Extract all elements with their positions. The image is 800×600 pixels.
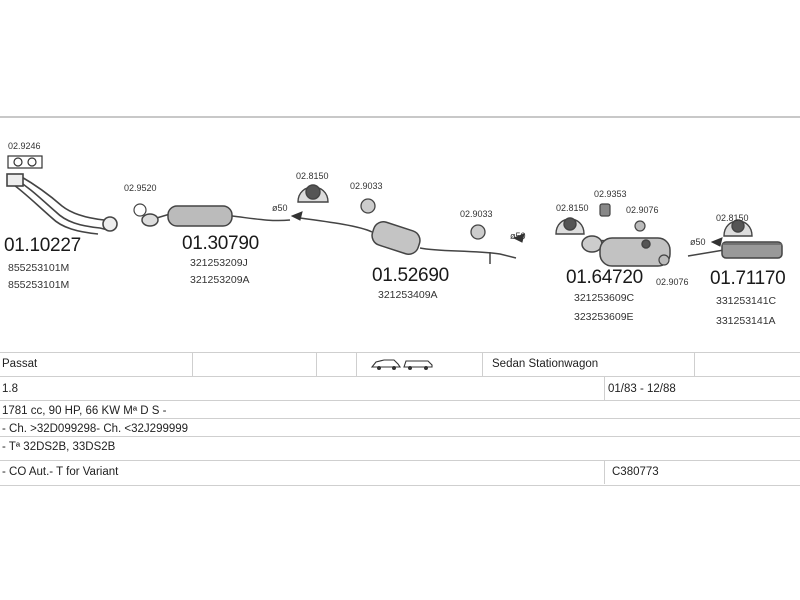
divider <box>316 352 317 376</box>
accessory-no: 02.9076 <box>656 277 689 287</box>
divider <box>694 352 695 376</box>
middle-silencer <box>141 205 291 227</box>
body-types: Sedan Stationwagon <box>492 358 599 370</box>
accessory-no: 02.8150 <box>716 213 749 223</box>
part-no: 01.64720 <box>566 267 643 288</box>
model-name: Passat <box>2 358 38 370</box>
divider <box>604 376 605 400</box>
rear-silencer <box>581 235 671 267</box>
table-row: 1.8 01/83 - 12/88 <box>0 376 800 401</box>
table-row: Passat Sedan Stationwagon <box>0 352 800 377</box>
clamp-icon-2 <box>360 198 376 214</box>
part-no: 01.52690 <box>372 265 449 286</box>
divider <box>604 460 605 484</box>
divider <box>482 352 483 376</box>
part-ref: 323253609E <box>574 311 634 323</box>
engine-size: 1.8 <box>2 383 18 395</box>
part-ref: 331253141C <box>716 295 777 307</box>
hanger-icon <box>297 184 329 203</box>
catalog-code: C380773 <box>612 466 659 478</box>
car-body-icon <box>370 357 434 374</box>
rubber-mount-icon <box>599 203 611 217</box>
gasket-icon <box>7 155 43 169</box>
accessory-no: 02.8150 <box>556 203 589 213</box>
type-codes: - Tª 32DS2B, 33DS2B <box>2 441 116 453</box>
accessory-no: 02.9033 <box>460 209 493 219</box>
note: - CO Aut.- T for Variant <box>2 466 119 478</box>
exhaust-system-diagram: 01.10227 855253101M 855253101M 01.30790 … <box>0 118 800 350</box>
part-no: 01.30790 <box>182 233 259 254</box>
accessory-no: 02.9033 <box>350 181 383 191</box>
table-row: - Tª 32DS2B, 33DS2B <box>0 436 800 461</box>
diameter-label: ø50 <box>510 231 526 241</box>
engine-spec: 1781 cc, 90 HP, 66 KW Mª D S - <box>2 405 167 417</box>
accessory-no: 02.8150 <box>296 171 329 181</box>
accessory-no: 02.9076 <box>626 205 659 215</box>
table-row: - Ch. >32D099298- Ch. <32J299999 <box>0 418 800 437</box>
tail-pipe <box>687 241 783 259</box>
divider <box>356 352 357 376</box>
accessory-no: 02.9520 <box>124 183 157 193</box>
part-ref: 321253209A <box>190 274 250 286</box>
table-row: - CO Aut.- T for Variant C380773 <box>0 460 800 486</box>
chassis-range: - Ch. >32D099298- Ch. <32J299999 <box>2 423 189 435</box>
divider <box>192 352 193 376</box>
part-ref: 321253409A <box>378 289 438 301</box>
hanger-icon-3 <box>723 219 753 237</box>
table-row: 1781 cc, 90 HP, 66 KW Mª D S - <box>0 400 800 419</box>
part-ref: 855253101M <box>8 279 70 291</box>
clamp-icon-4 <box>634 220 670 266</box>
part-ref: 331253141A <box>716 315 776 327</box>
part-ref: 855253101M <box>8 262 70 274</box>
diameter-arrows <box>290 211 723 247</box>
part-ref: 321253209J <box>190 257 248 269</box>
part-no: 01.71170 <box>710 268 786 289</box>
accessory-no: 02.9246 <box>8 141 41 151</box>
part-no: 01.10227 <box>4 235 81 256</box>
clamp-icon-3 <box>470 224 486 240</box>
accessory-no: 02.9353 <box>594 189 627 199</box>
hanger-icon-2 <box>555 217 585 235</box>
diagram-drawing <box>6 155 783 267</box>
top-divider <box>0 116 800 118</box>
date-range: 01/83 - 12/88 <box>608 383 676 395</box>
diameter-label: ø50 <box>690 237 706 247</box>
center-pipe-silencer <box>299 217 517 264</box>
clamp-icon <box>133 203 147 217</box>
front-pipe <box>6 173 118 235</box>
diameter-label: ø50 <box>272 203 288 213</box>
part-ref: 321253609C <box>574 292 635 304</box>
